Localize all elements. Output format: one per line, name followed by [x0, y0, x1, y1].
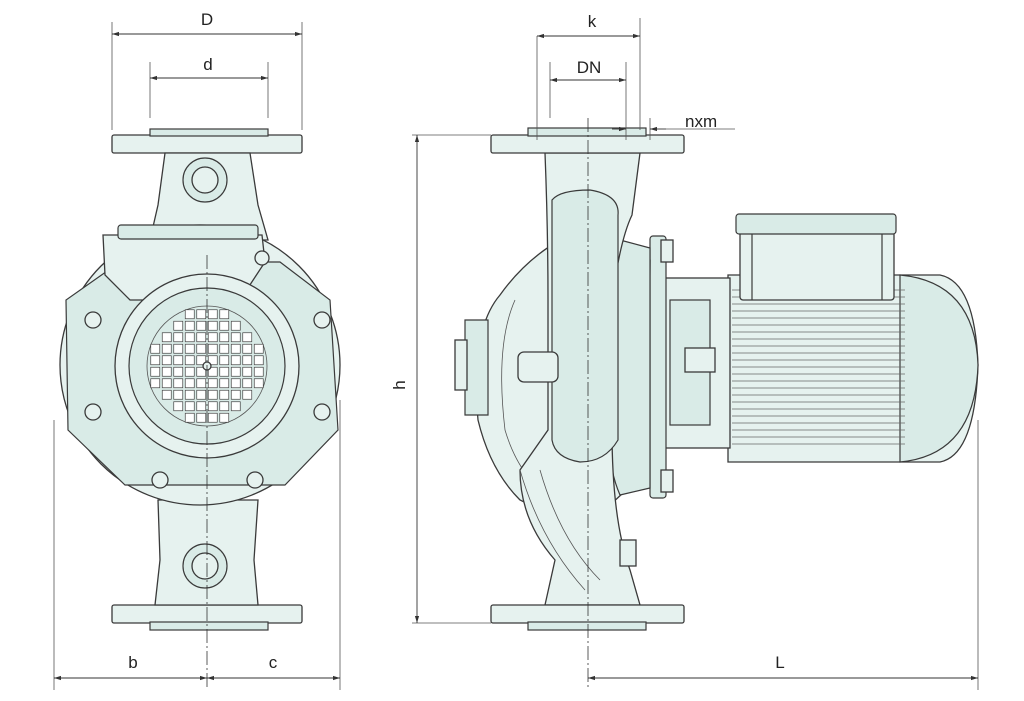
- side-dimensions: [412, 18, 979, 690]
- dim-label-d: d: [203, 55, 212, 74]
- fan-grille: [150, 309, 264, 423]
- dim-label-DN: DN: [577, 58, 602, 77]
- dim-label-h: h: [390, 380, 409, 389]
- dim-label-L: L: [775, 653, 784, 672]
- dim-label-nxm: nxm: [685, 112, 717, 131]
- pump-side-view: [454, 127, 979, 631]
- front-dimensions: [53, 22, 341, 690]
- dim-label-k: k: [588, 12, 597, 31]
- dim-label-D: D: [201, 10, 213, 29]
- dim-label-b: b: [128, 653, 137, 672]
- dim-label-c: c: [269, 653, 278, 672]
- pump-front-view: [59, 128, 341, 631]
